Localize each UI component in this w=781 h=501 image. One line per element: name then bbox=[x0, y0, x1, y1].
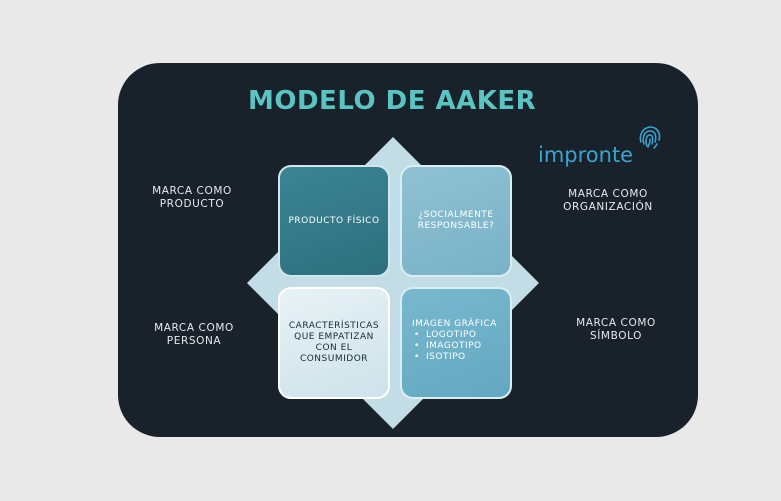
imagen-grafica-list: LOGOTIPO IMAGOTIPO ISOTIPO bbox=[412, 330, 497, 363]
label-marca-producto: MARCA COMO PRODUCTO bbox=[152, 185, 232, 210]
slide-title: MODELO DE AAKER bbox=[248, 86, 537, 116]
quadrant-caracteristicas: CARACTERÍSTICAS QUE EMPATIZAN CON EL CON… bbox=[278, 287, 390, 399]
impronte-logo: impronte bbox=[538, 124, 661, 168]
list-item: LOGOTIPO bbox=[412, 330, 497, 341]
fingerprint-icon bbox=[639, 126, 661, 149]
quadrant-imagen-grafica: IMAGEN GRÁFICA LOGOTIPO IMAGOTIPO ISOTIP… bbox=[400, 287, 512, 399]
logo-text: impronte bbox=[538, 143, 634, 167]
label-marca-simbolo: MARCA COMO SÍMBOLO bbox=[576, 317, 656, 342]
label-marca-persona: MARCA COMO PERSONA bbox=[154, 322, 234, 347]
quadrant-producto-fisico: PRODUCTO FÍSICO bbox=[278, 165, 390, 277]
quadrant-socialmente-responsable: ¿SOCIALMENTE RESPONSABLE? bbox=[400, 165, 512, 277]
list-item: IMAGOTIPO bbox=[412, 341, 497, 352]
label-marca-organizacion: MARCA COMO ORGANIZACIÓN bbox=[563, 188, 653, 213]
list-item: ISOTIPO bbox=[412, 352, 497, 363]
